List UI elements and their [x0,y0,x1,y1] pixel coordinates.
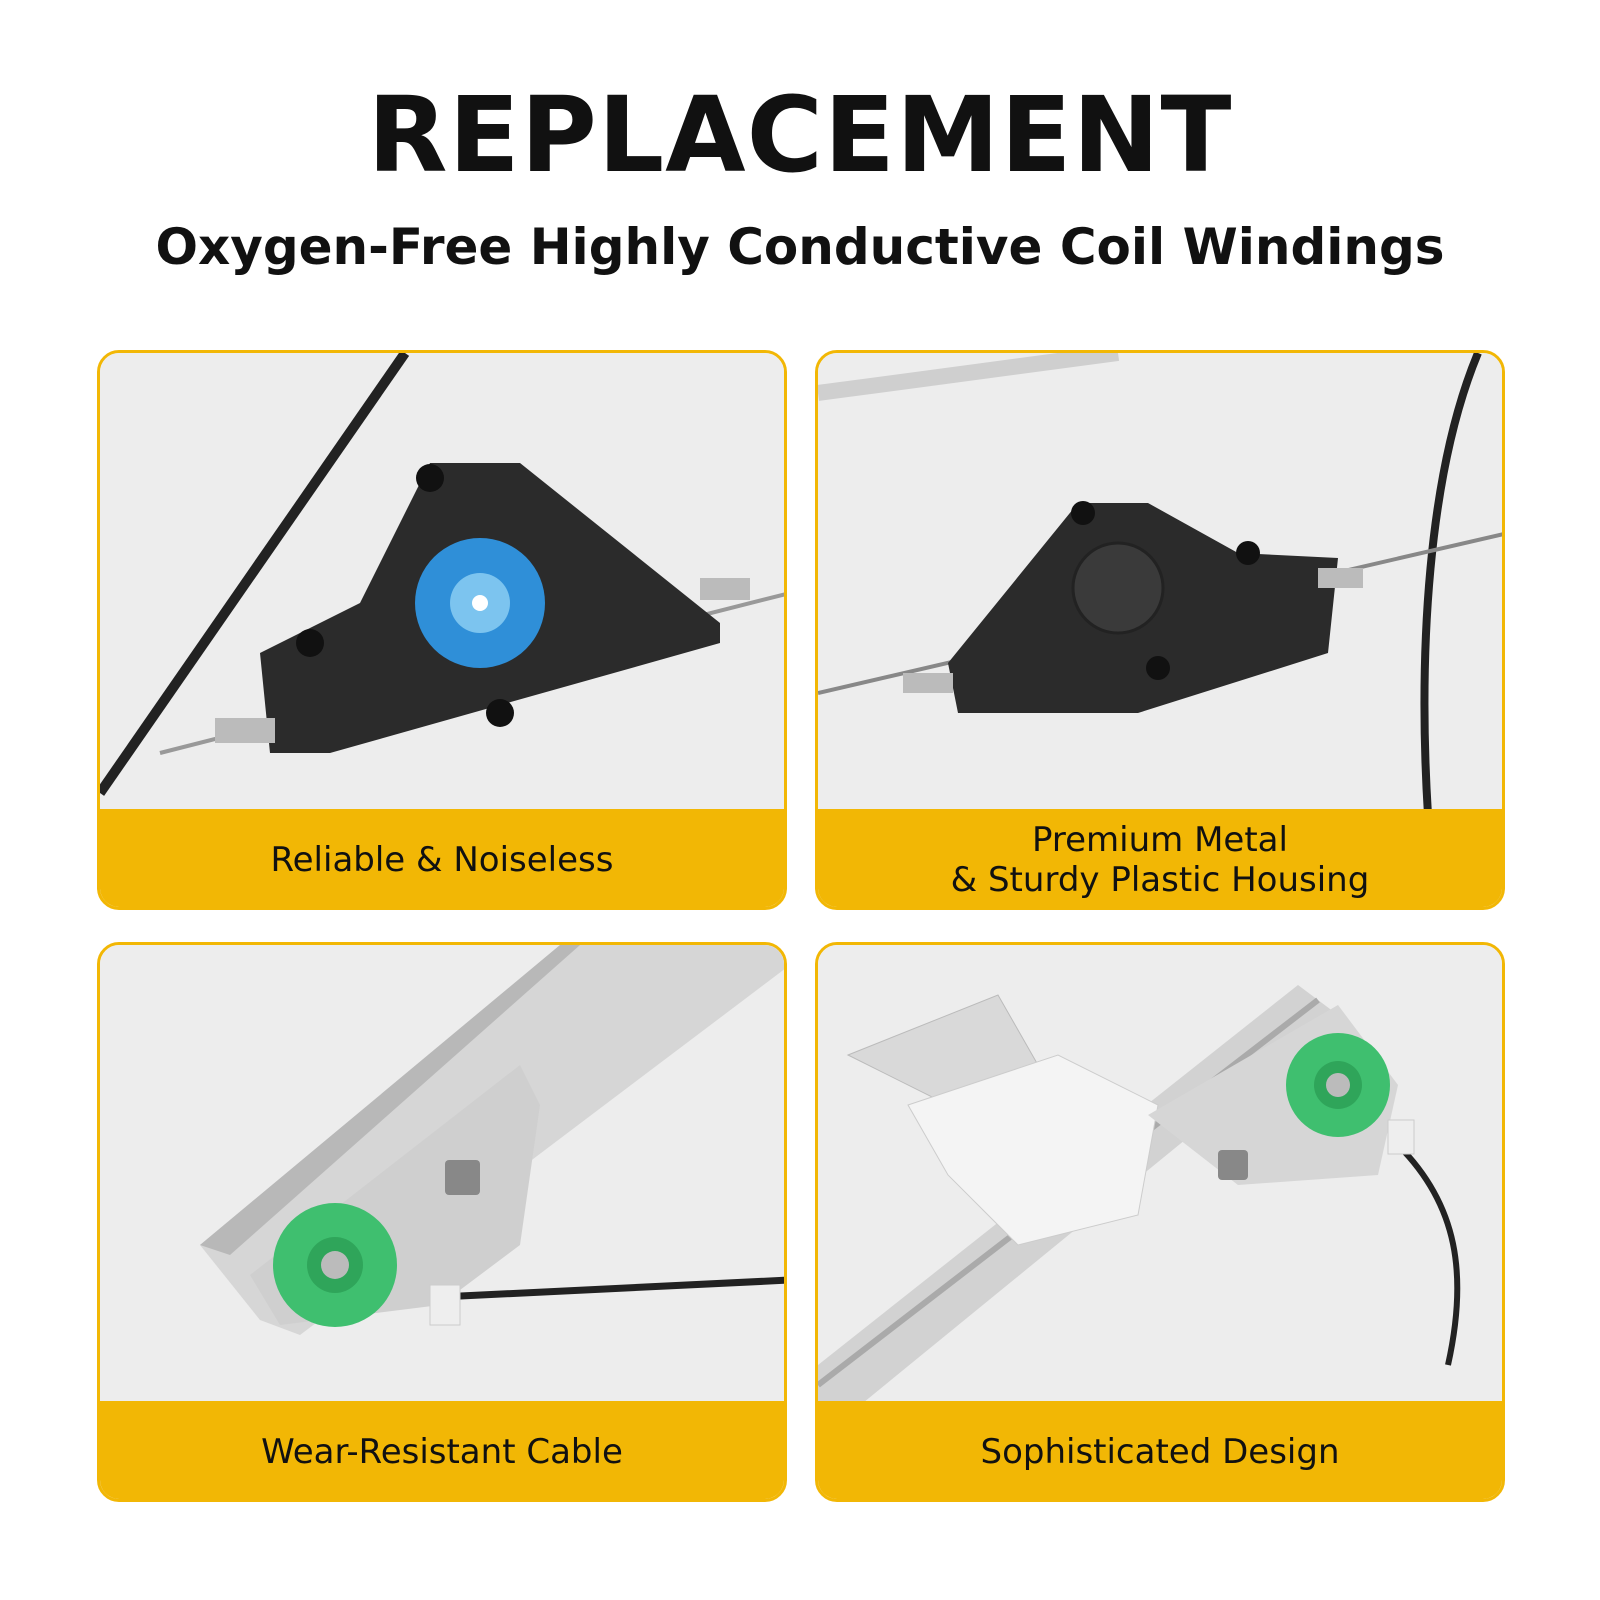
page-subtitle: Oxygen-Free Highly Conductive Coil Windi… [155,218,1445,276]
page-title: REPLACEMENT [367,74,1233,196]
feature-caption: Sophisticated Design [818,1401,1502,1499]
feature-card-design: Sophisticated Design [815,942,1505,1502]
motor-gear-housing-icon [100,353,784,815]
cable-pulley-icon [100,945,784,1407]
regulator-slider-icon [818,945,1502,1407]
feature-card-reliable: Reliable & Noiseless [97,350,787,910]
feature-caption: Premium Metal & Sturdy Plastic Housing [818,809,1502,907]
feature-card-cable: Wear-Resistant Cable [97,942,787,1502]
feature-caption: Reliable & Noiseless [100,809,784,907]
feature-card-housing: Premium Metal & Sturdy Plastic Housing [815,350,1505,910]
feature-caption: Wear-Resistant Cable [100,1401,784,1499]
plastic-housing-icon [818,353,1502,815]
